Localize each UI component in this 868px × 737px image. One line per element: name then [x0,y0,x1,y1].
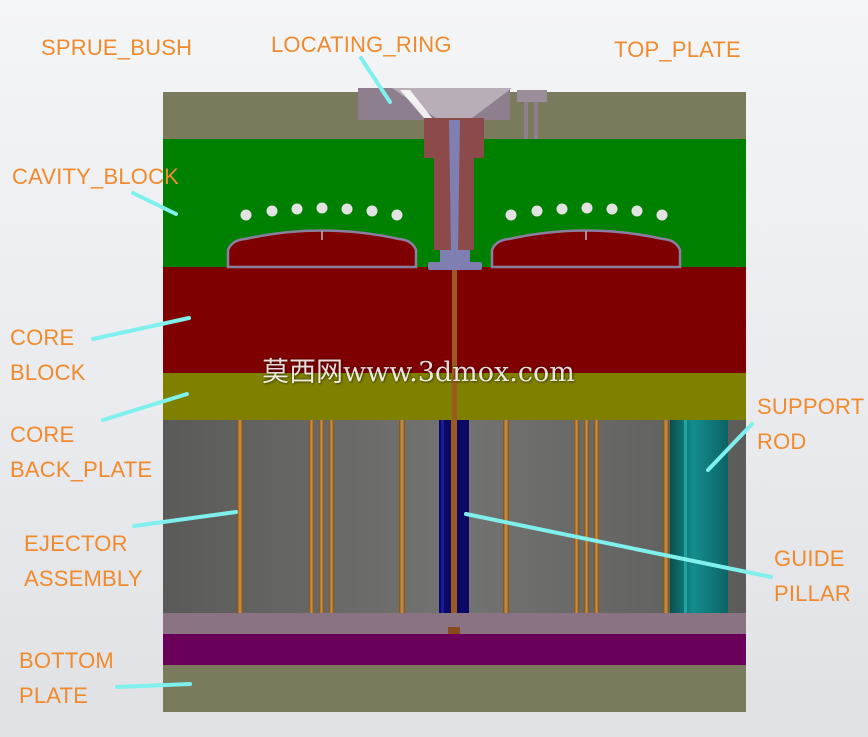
molded-part-left [226,229,418,269]
leader-locating-ring [359,56,392,104]
label-support-rod-line-2: ROD [757,429,807,454]
molded-part-right [490,229,682,269]
ejector-pin [309,420,314,613]
locating-ring-screw-shank [524,102,528,140]
label-bottom-plate: BOTTOM PLATE [19,645,114,711]
locating-ring-screw-shank-2 [534,102,538,140]
cooling-hole [240,209,252,221]
ejector-pin [329,420,334,613]
cooling-hole [606,203,618,215]
sprue-gate-base [440,250,470,262]
ejector-center-pin [451,420,457,613]
label-ejector-assembly-line-2: ASSEMBLY [24,566,143,591]
cooling-hole [266,205,278,217]
ejector-pin [237,420,243,613]
ejector-pin [594,420,599,613]
leader-ejector-assembly [132,510,238,528]
leader-core-back-plate [101,392,189,422]
cooling-hole [556,203,568,215]
ejector-pin [503,420,509,613]
leader-cavity-block [131,191,178,216]
ejector-pin [663,420,669,613]
locating-ring-funnel [392,88,512,118]
label-support-rod-line-1: SUPPORT [757,394,865,419]
label-core-block: CORE BLOCK [10,322,86,388]
label-ejector-assembly-line-1: EJECTOR [24,531,128,556]
ejector-pin [399,420,405,613]
label-bottom-plate-line-1: BOTTOM [19,648,114,673]
guide-pillar-edge [441,420,444,613]
label-core-back-plate-line-1: CORE [10,422,75,447]
leader-bottom-plate [115,682,192,689]
cooling-hole [631,205,643,217]
ejector-pins [237,420,669,613]
ejector-plate [163,634,746,665]
locating-ring-highlight [400,90,432,118]
cooling-hole [366,205,378,217]
sprue-channel [449,120,460,252]
support-rod [670,420,728,613]
label-sprue-bush: SPRUE_BUSH [41,35,193,60]
label-core-back-plate: CORE BACK_PLATE [10,419,152,485]
cooling-hole [291,203,303,215]
cooling-hole [505,209,517,221]
sprue-puller-pin [452,270,457,420]
cooling-hole [391,209,403,221]
bottom-plate [163,665,746,712]
cooling-hole [341,203,353,215]
ejector-retainer-plate [163,613,746,634]
cooling-hole [316,202,328,214]
leader-support-rod [706,422,754,472]
label-guide-pillar-line-1: GUIDE [774,546,845,571]
label-core-back-plate-line-2: BACK_PLATE [10,457,153,482]
ejector-rod-stub [448,627,460,634]
leader-guide-pillar [464,512,773,579]
label-top-plate: TOP_PLATE [614,37,741,62]
label-support-rod: SUPPORT ROD [757,391,864,457]
leader-lines [91,56,773,689]
cooling-hole [581,202,593,214]
label-core-block-line-2: BLOCK [10,360,86,385]
label-guide-pillar: GUIDE PILLAR [774,543,851,609]
label-bottom-plate-line-2: PLATE [19,683,89,708]
label-guide-pillar-line-2: PILLAR [774,581,852,606]
label-core-block-line-1: CORE [10,325,75,350]
ejector-pin [584,420,589,613]
leader-core-block [91,316,191,341]
cooling-channels [240,202,668,221]
label-cavity-block: CAVITY_BLOCK [12,164,180,189]
support-rod-highlight [684,420,687,613]
label-locating-ring: LOCATING_RING [271,32,452,57]
label-ejector-assembly: EJECTOR ASSEMBLY [24,528,143,594]
runner [428,262,482,270]
locating-ring-screw [517,90,547,102]
cooling-hole [531,205,543,217]
cooling-hole [656,209,668,221]
ejector-pin [319,420,324,613]
ejector-pin [574,420,579,613]
watermark: 莫西网www.3dmox.com [262,357,575,388]
